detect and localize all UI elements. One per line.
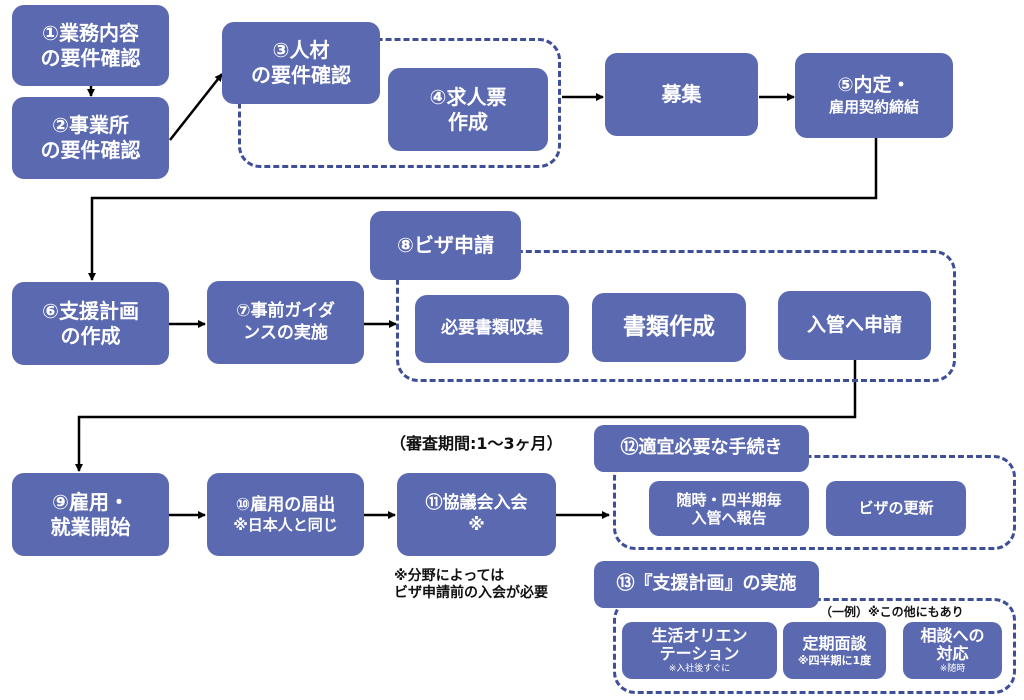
arrow-2-to-3 xyxy=(169,73,223,141)
orientation-line1: 生活オリエン xyxy=(651,625,748,645)
visa-create-documents-label: 書類作成 xyxy=(623,314,715,341)
support-consultation[interactable]: 相談への 対応 ※随時 xyxy=(903,622,1002,679)
step-2-line2: の要件確認 xyxy=(40,138,141,162)
report-line1: 随時・四半期毎 xyxy=(676,490,782,509)
step-10-line2: ※日本人と同じ xyxy=(233,515,338,534)
step-4-job-posting[interactable]: ④求人票 作成 xyxy=(388,68,548,151)
step-11-council-membership[interactable]: ⑪協議会入会 ※ xyxy=(397,473,556,556)
step-12-procedures-label[interactable]: ⑫適宜必要な手続き xyxy=(594,425,809,472)
step-9-line1: ⑨雇用・ xyxy=(52,489,129,514)
step-13-support-plan-label[interactable]: ⑬『支援計画』の実施 xyxy=(594,561,819,608)
step-8-label: ⑧ビザ申請 xyxy=(397,233,494,257)
step-4-line2: 作成 xyxy=(448,109,488,134)
consultation-line2: 対応 xyxy=(936,644,969,664)
procedure-report-immigration[interactable]: 随時・四半期毎 入管へ報告 xyxy=(649,481,809,536)
step-6-support-plan-creation[interactable]: ⑥支援計画 の作成 xyxy=(12,282,169,365)
group-procedures xyxy=(613,455,1016,550)
step-11-line1: ⑪協議会入会 xyxy=(425,493,528,514)
orientation-sub: ※入社後すぐに xyxy=(668,663,731,674)
interview-sub: ※四半期に1度 xyxy=(797,653,872,667)
step-1-line1: ①業務内容 xyxy=(42,20,139,45)
step-6-line2: の作成 xyxy=(60,323,121,348)
step-6-line1: ⑥支援計画 xyxy=(42,298,139,323)
step-3-line2: の要件確認 xyxy=(251,63,351,87)
consultation-sub: ※随時 xyxy=(939,663,966,674)
step-11-line2: ※ xyxy=(468,514,485,535)
step-3-personnel-requirements[interactable]: ③人材 の要件確認 xyxy=(222,22,380,104)
step-10-line1: ⑩雇用の届出 xyxy=(235,494,336,515)
step-13-label: ⑬『支援計画』の実施 xyxy=(616,573,797,595)
step-3-line1: ③人材 xyxy=(272,38,330,62)
council-note-line1: ※分野によっては xyxy=(394,568,505,584)
interview-line1: 定期面談 xyxy=(802,634,867,654)
support-regular-interview[interactable]: 定期面談 ※四半期に1度 xyxy=(783,622,886,679)
step-9-employment-start[interactable]: ⑨雇用・ 就業開始 xyxy=(12,473,169,556)
procedure-visa-renewal[interactable]: ビザの更新 xyxy=(826,481,966,536)
review-period-note: （審査期間:1〜3ヶ月） xyxy=(390,434,563,453)
visa-apply-immigration-label: 入管へ申請 xyxy=(806,313,902,336)
visa-create-documents[interactable]: 書類作成 xyxy=(592,293,746,362)
step-9-line2: 就業開始 xyxy=(50,514,131,539)
step-1-line2: の要件確認 xyxy=(40,45,141,70)
step-10-employment-notification[interactable]: ⑩雇用の届出 ※日本人と同じ xyxy=(207,473,364,556)
report-line2: 入管へ報告 xyxy=(691,508,767,527)
step-7-line2: ンスの実施 xyxy=(243,322,328,343)
group-visa-application xyxy=(396,250,956,382)
step-5-line1: ⑤内定・ xyxy=(837,74,911,97)
step-recruitment[interactable]: 募集 xyxy=(605,53,758,136)
orientation-line2: テーション xyxy=(659,644,740,664)
visa-collect-documents[interactable]: 必要書類収集 xyxy=(415,295,569,363)
recruitment-label: 募集 xyxy=(661,82,702,106)
visa-collect-documents-label: 必要書類収集 xyxy=(441,318,543,339)
support-plan-example-note: （一例）※この他にもあり xyxy=(820,605,964,619)
council-note-line2: ビザ申請前の入会が必要 xyxy=(394,584,548,601)
visa-apply-immigration[interactable]: 入管へ申請 xyxy=(778,291,931,360)
step-12-label: ⑫適宜必要な手続き xyxy=(620,437,783,459)
visa-renewal-label: ビザの更新 xyxy=(858,499,934,518)
support-life-orientation[interactable]: 生活オリエン テーション ※入社後すぐに xyxy=(622,622,777,679)
step-5-line2: 雇用契約締結 xyxy=(828,98,919,116)
step-1-business-requirements[interactable]: ①業務内容 の要件確認 xyxy=(12,5,169,86)
step-2-office-requirements[interactable]: ②事業所 の要件確認 xyxy=(12,97,169,179)
step-7-line1: ⑦事前ガイダ xyxy=(236,301,335,322)
step-4-line1: ④求人票 xyxy=(429,84,507,109)
consultation-line1: 相談への xyxy=(920,625,985,645)
step-2-line1: ②事業所 xyxy=(52,113,129,137)
step-5-offer-contract[interactable]: ⑤内定・ 雇用契約締結 xyxy=(795,53,953,138)
council-membership-note: ※分野によっては ビザ申請前の入会が必要 xyxy=(394,568,548,602)
step-7-pre-guidance[interactable]: ⑦事前ガイダ ンスの実施 xyxy=(207,281,364,364)
step-8-visa-application-label[interactable]: ⑧ビザ申請 xyxy=(370,211,521,280)
